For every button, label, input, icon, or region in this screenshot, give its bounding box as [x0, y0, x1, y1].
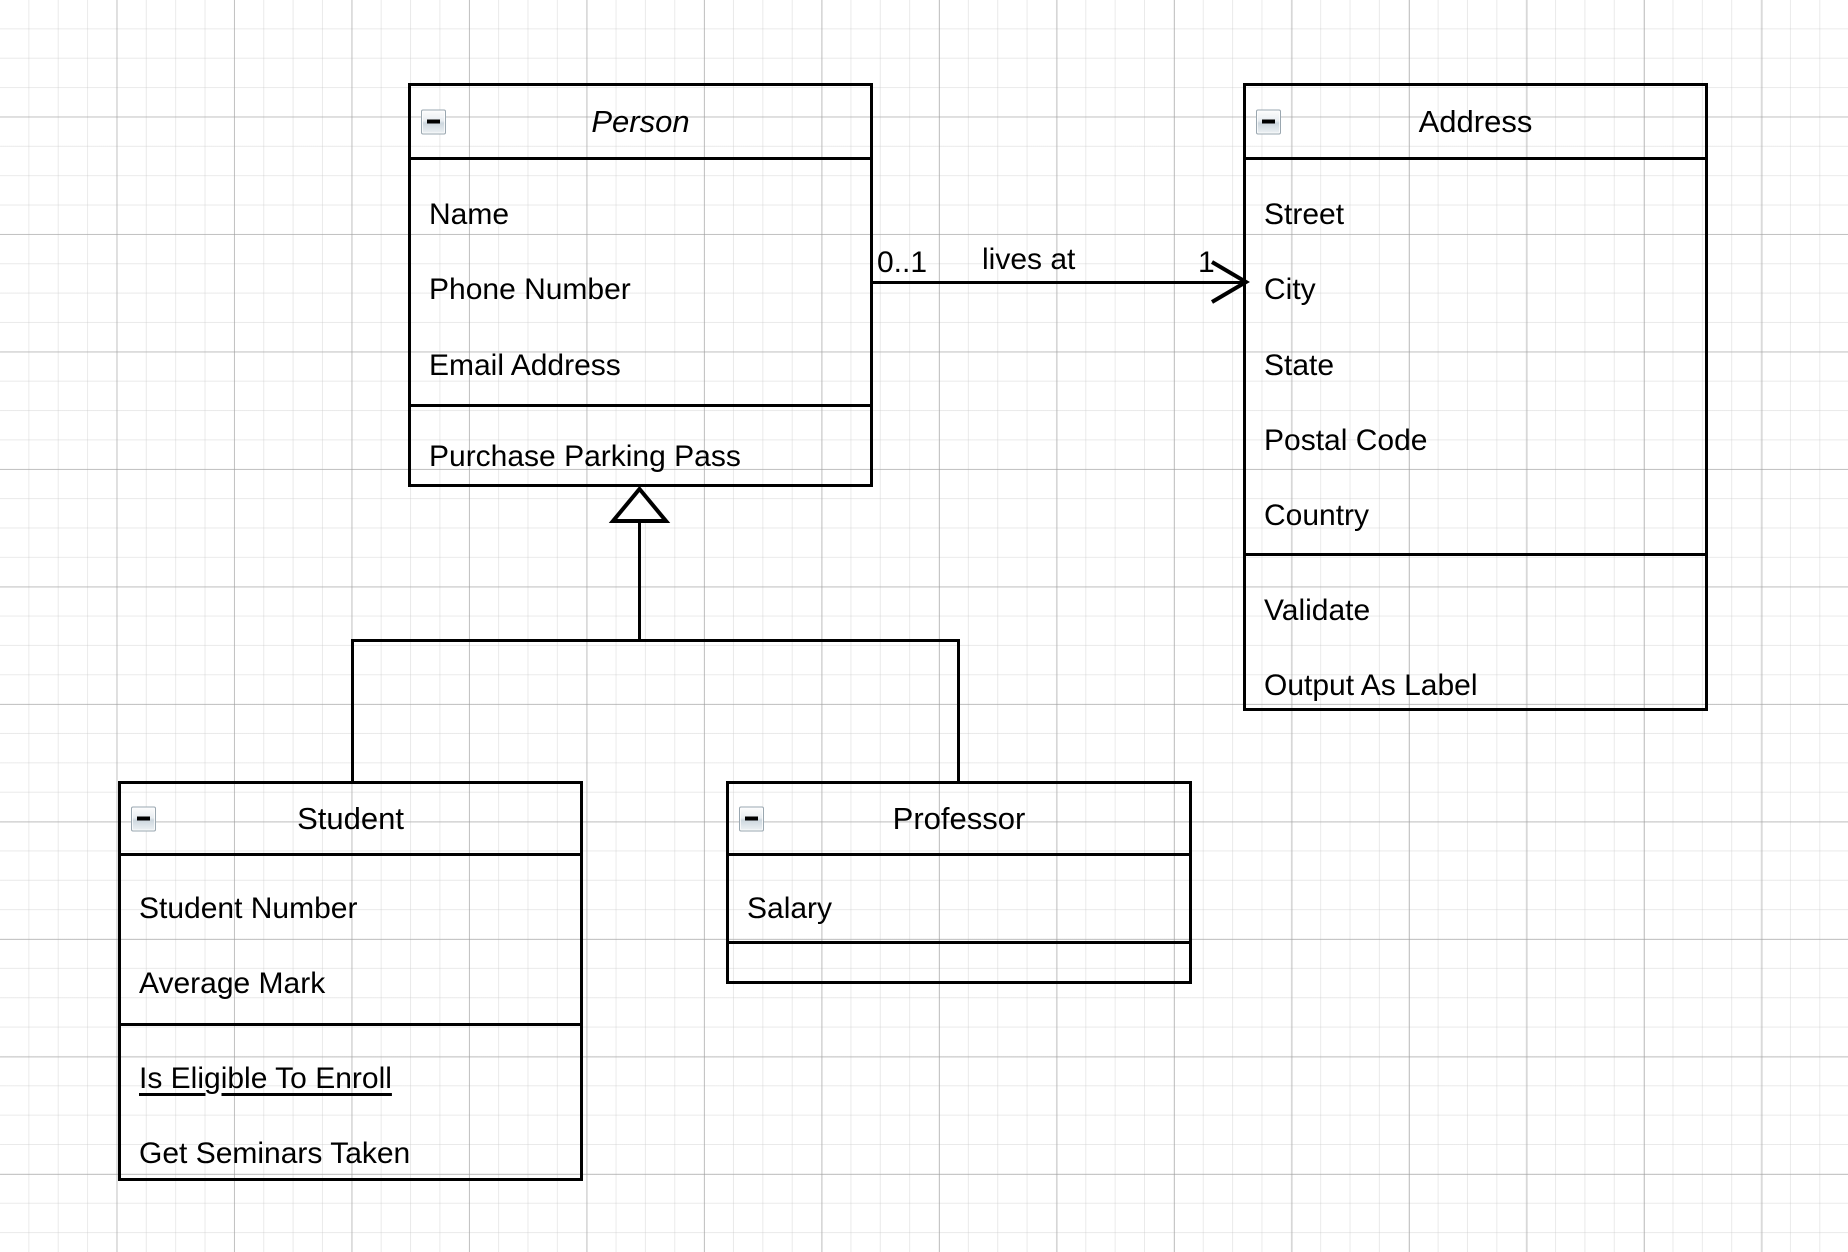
class-name-professor: Professor	[892, 801, 1026, 836]
generalization-arrowhead-icon	[608, 485, 671, 523]
class-header-professor: Professor	[729, 784, 1189, 856]
minus-icon-bar	[1262, 119, 1275, 124]
class-header-address: Address	[1246, 86, 1705, 160]
attribute-item: Student Number	[139, 892, 358, 925]
attribute-item: Email Address	[429, 349, 621, 382]
minus-icon[interactable]	[739, 806, 764, 831]
attribute-item: City	[1264, 273, 1316, 306]
source-multiplicity-label: 0..1	[877, 246, 928, 279]
attributes-compartment-person: Name Phone Number Email Address	[411, 160, 870, 407]
association-line-lives-at[interactable]	[872, 281, 1244, 284]
minus-icon-bar	[745, 816, 758, 821]
operation-item: Get Seminars Taken	[139, 1137, 411, 1170]
attribute-item: Average Mark	[139, 967, 326, 1000]
attribute-item: Country	[1264, 499, 1370, 532]
minus-icon-bar	[427, 119, 440, 124]
attribute-item: Salary	[747, 892, 833, 925]
operations-compartment-person: Purchase Parking Pass	[411, 407, 870, 484]
class-box-student[interactable]: Student Student Number Average Mark Is E…	[118, 781, 583, 1181]
attribute-item: State	[1264, 349, 1335, 382]
operations-compartment-student: Is Eligible To Enroll Get Seminars Taken	[121, 1026, 580, 1178]
generalization-branch-student	[351, 639, 354, 782]
minus-icon[interactable]	[131, 806, 156, 831]
attribute-item: Street	[1264, 198, 1345, 231]
class-header-person: Person	[411, 86, 870, 160]
class-name-person: Person	[591, 104, 690, 139]
minus-icon-bar	[137, 816, 150, 821]
operation-item: Purchase Parking Pass	[429, 440, 741, 473]
generalization-bracket-horizontal	[351, 639, 960, 642]
attributes-compartment-address: Street City State Postal Code Country	[1246, 160, 1705, 556]
class-box-address[interactable]: Address Street City State Postal Code Co…	[1243, 83, 1708, 711]
operation-item: Output As Label	[1264, 669, 1478, 702]
attribute-item: Phone Number	[429, 273, 631, 306]
target-multiplicity-label: 1	[1198, 246, 1215, 279]
association-label: lives at	[982, 243, 1076, 276]
attribute-item: Name	[429, 198, 510, 231]
class-name-address: Address	[1418, 104, 1533, 139]
operations-compartment-professor	[729, 944, 1189, 981]
class-name-student: Student	[297, 801, 404, 836]
attributes-compartment-student: Student Number Average Mark	[121, 856, 580, 1026]
operations-compartment-address: Validate Output As Label	[1246, 556, 1705, 708]
minus-icon[interactable]	[1256, 109, 1281, 134]
class-box-professor[interactable]: Professor Salary	[726, 781, 1192, 984]
generalization-branch-professor	[957, 639, 960, 782]
attribute-item: Postal Code	[1264, 424, 1428, 457]
attributes-compartment-professor: Salary	[729, 856, 1189, 944]
operation-item: Is Eligible To Enroll	[139, 1062, 392, 1095]
class-header-student: Student	[121, 784, 580, 856]
operation-item: Validate	[1264, 594, 1371, 627]
minus-icon[interactable]	[421, 109, 446, 134]
class-box-person[interactable]: Person Name Phone Number Email Address P…	[408, 83, 873, 487]
generalization-stem-person	[638, 518, 641, 642]
